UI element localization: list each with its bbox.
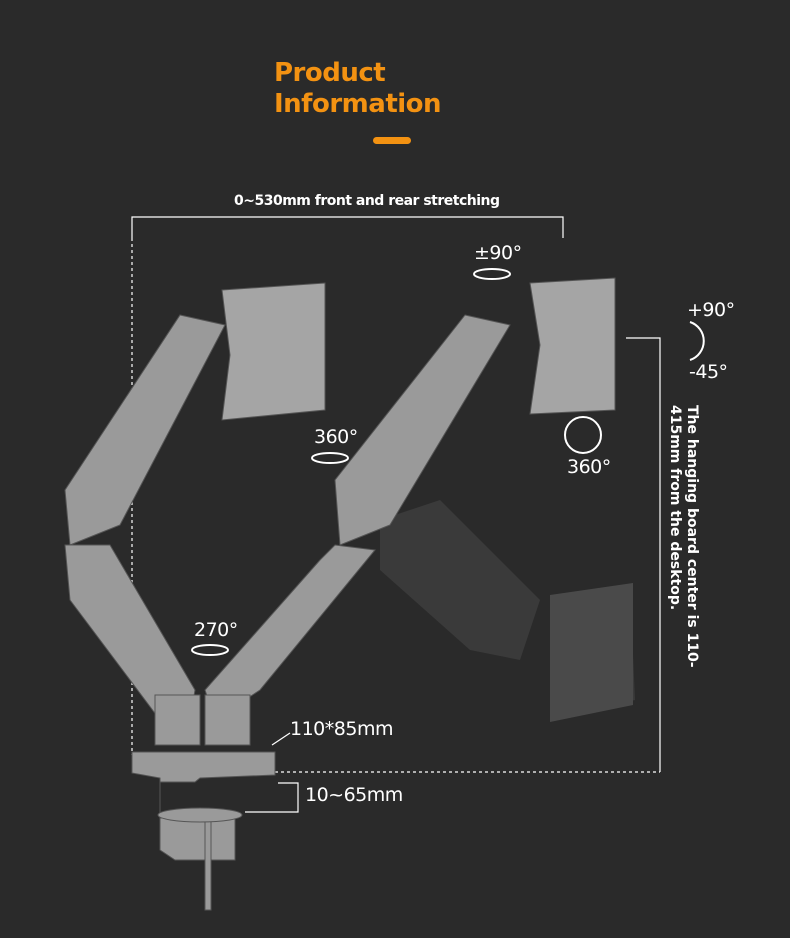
clamp-range-label: 10~65mm [305,784,403,806]
stretch-bracket [131,216,564,238]
tilt-up-label: +90° [687,299,735,321]
tilt-down-label: -45° [689,361,728,383]
arms [64,314,511,911]
clamp-bracket [245,782,299,813]
height-note: The hanging board center is 110-415mm fr… [667,405,700,668]
ghost-monitor-plate [550,583,633,722]
base-size-label: 110*85mm [290,718,393,740]
swivel-arrow-icon [311,452,349,464]
tilt-arrow-icon [689,321,705,361]
monitor-plates [221,277,616,421]
swivel-label: 360° [314,426,358,448]
title-underline [373,137,411,144]
base-rotation-arrow-icon [191,644,229,656]
base-leader [271,732,291,746]
height-bracket [626,337,661,772]
base-rotation-label: 270° [194,619,238,641]
rotation-label: 360° [567,456,611,478]
tilt-top-label: ±90° [474,242,522,264]
rotation-arrows [191,268,705,656]
monitor-rotation-arrow-icon [564,416,602,454]
tilt-top-arrow-icon [473,268,511,280]
page-title: Product Information [274,58,442,119]
stretch-label: 0~530mm front and rear stretching [234,193,500,209]
